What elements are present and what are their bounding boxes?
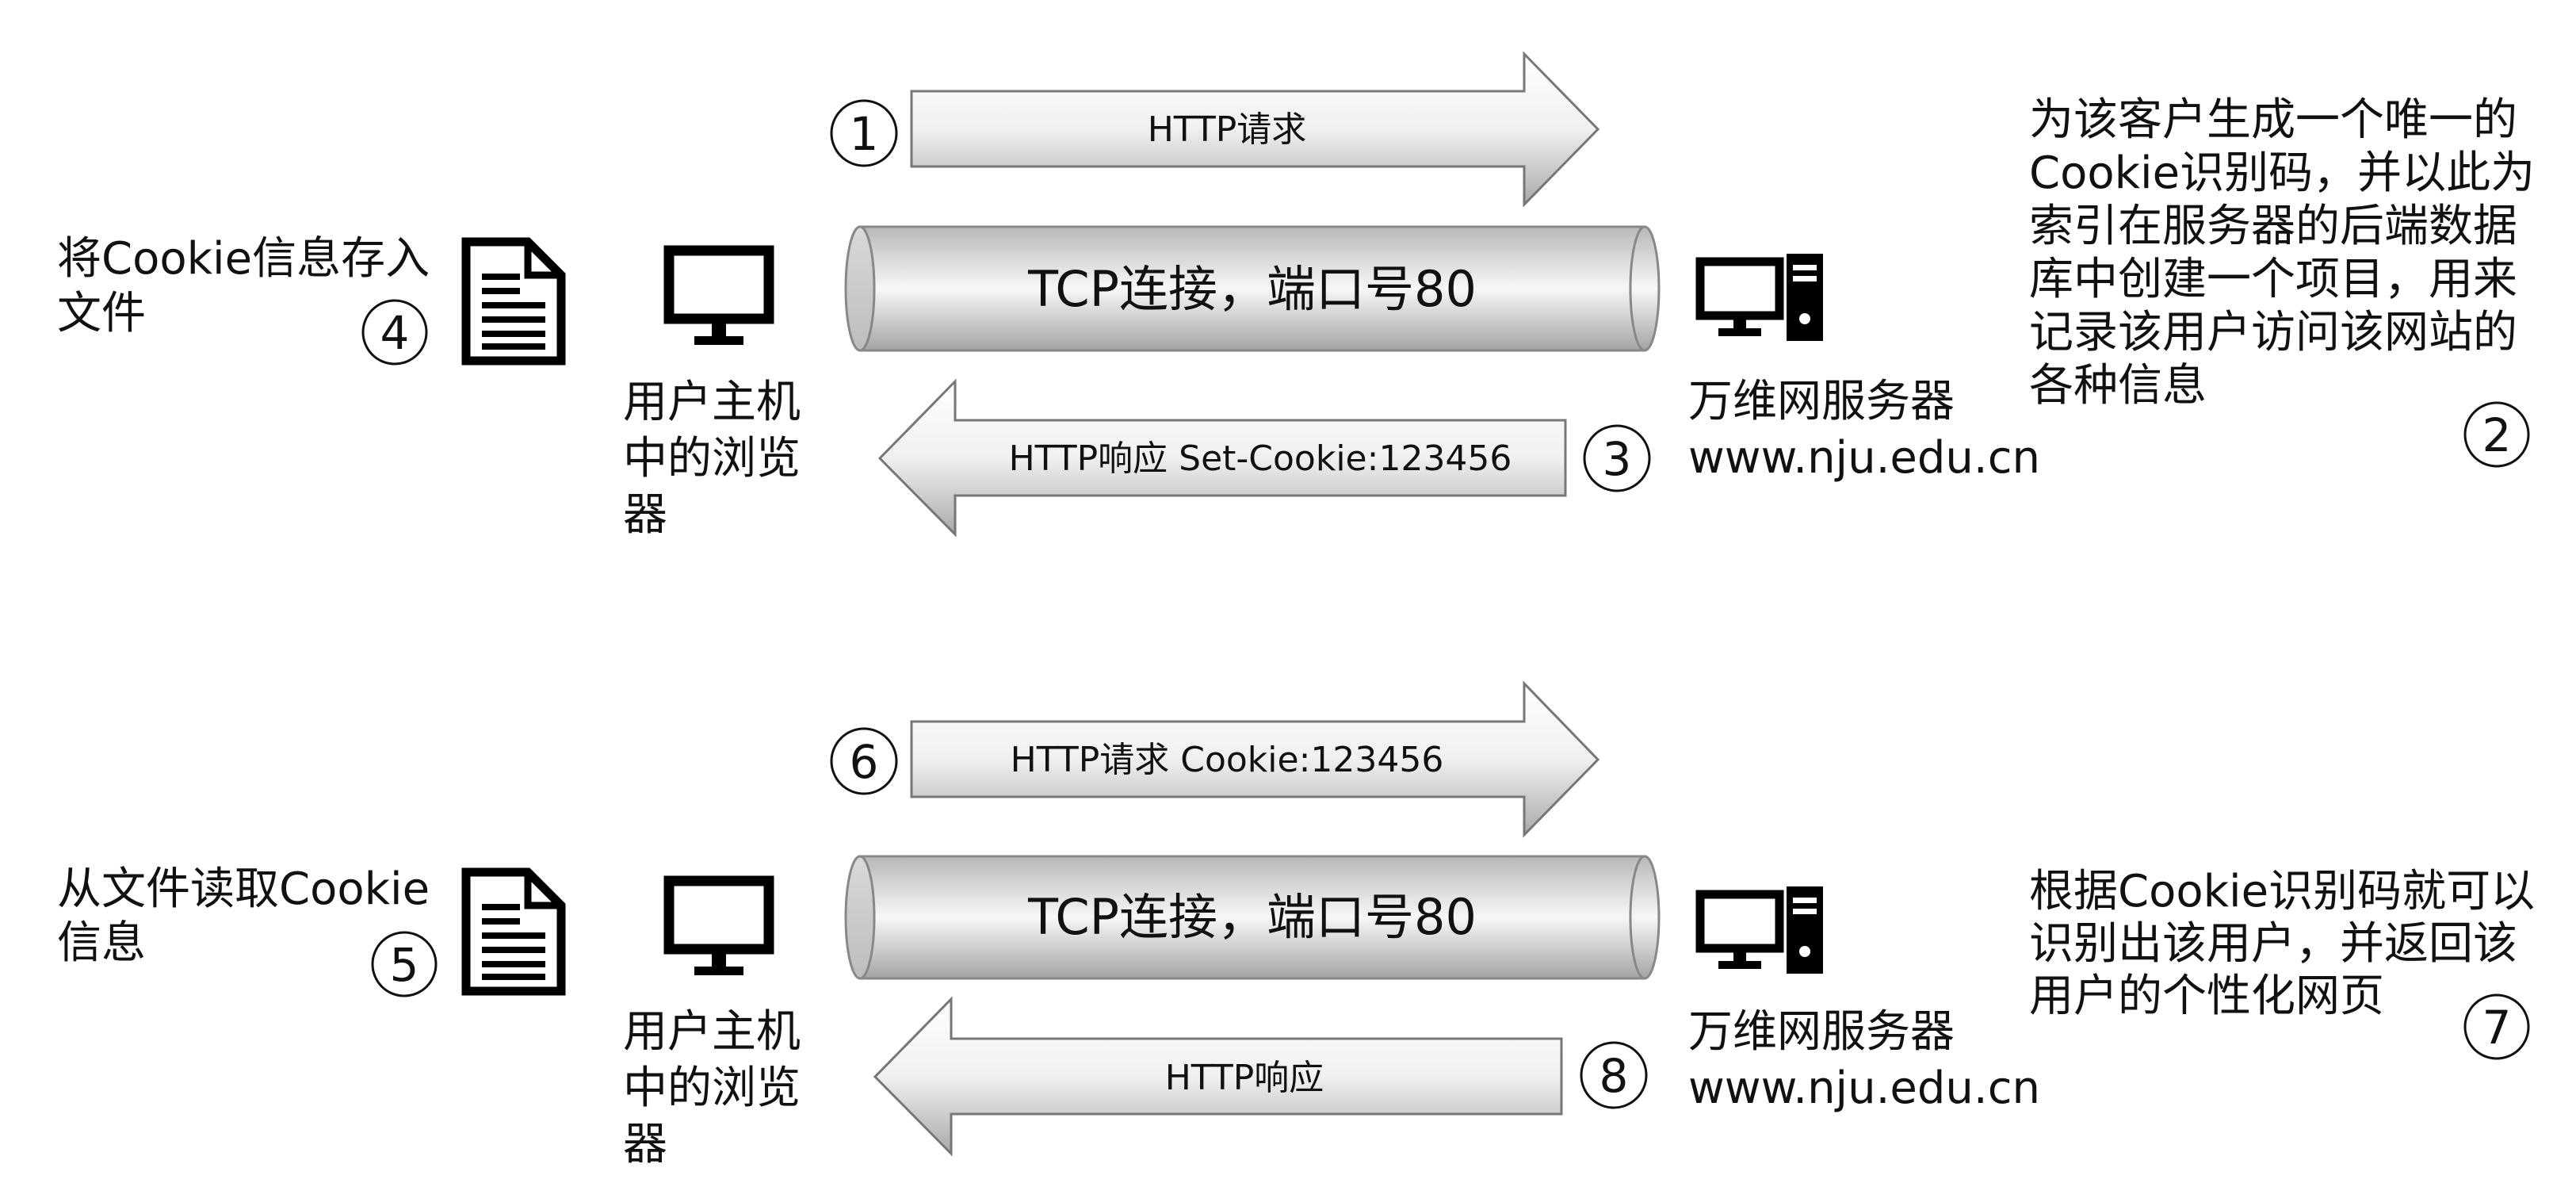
request-arrow: HTTP请求 Cookie:123456	[910, 680, 1600, 838]
document-icon	[466, 872, 561, 991]
monitor-icon	[669, 881, 769, 975]
step-badge-6: 6	[830, 727, 898, 795]
step-badge-3: 3	[1583, 424, 1651, 492]
svg-text:4: 4	[380, 306, 410, 360]
tcp-label: TCP连接，端口号80	[1027, 888, 1477, 946]
response-arrow: HTTP响应 Set-Cookie:123456	[877, 378, 1567, 538]
svg-text:5: 5	[390, 938, 419, 992]
tcp-connection: TCP连接，端口号80	[844, 855, 1661, 980]
tcp-connection: TCP连接，端口号80	[844, 225, 1661, 352]
desktop-server-icon	[1700, 886, 1823, 974]
request-label: HTTP请求	[1148, 109, 1307, 150]
server-label: 万维网服务器 www.nju.edu.cn	[1688, 1006, 2040, 1114]
step-badge-1: 1	[830, 99, 898, 167]
client-label: 用户主机 中的浏览 器	[623, 377, 815, 541]
panel-1: 将Cookie信息存入 文件 4 用户主机 中的浏览 器 HTTP请求 1	[57, 51, 2549, 541]
svg-text:2: 2	[2482, 408, 2512, 462]
panel-2: 从文件读取Cookie 信息 5 用户主机 中的浏览 器 HTTP请求 Cook…	[57, 680, 2549, 1170]
step-badge-7: 7	[2463, 993, 2530, 1060]
response-label: HTTP响应 Set-Cookie:123456	[1009, 438, 1512, 479]
step-badge-2: 2	[2463, 401, 2530, 468]
step-badge-5: 5	[371, 931, 438, 997]
desktop-server-icon	[1700, 254, 1823, 341]
request-arrow: HTTP请求	[910, 51, 1600, 208]
right-note: 根据Cookie识别码就可以 识别出该用户，并返回该 用户的个性化网页	[2029, 866, 2549, 1022]
left-note: 从文件读取Cookie 信息	[57, 863, 444, 969]
right-note: 为该客户生成一个唯一的 Cookie识别码，并以此为 索引在服务器的后端数据 库…	[2029, 94, 2549, 412]
server-label: 万维网服务器 www.nju.edu.cn	[1688, 376, 2040, 484]
request-label: HTTP请求 Cookie:123456	[1011, 740, 1444, 780]
document-icon	[466, 242, 561, 361]
client-label: 用户主机 中的浏览 器	[623, 1006, 815, 1170]
svg-text:7: 7	[2482, 1001, 2512, 1055]
response-label: HTTP响应	[1165, 1058, 1324, 1098]
left-note: 将Cookie信息存入 文件	[57, 233, 444, 339]
svg-text:6: 6	[850, 735, 879, 789]
svg-text:3: 3	[1603, 432, 1632, 486]
svg-text:8: 8	[1599, 1049, 1629, 1103]
monitor-icon	[669, 251, 769, 345]
response-arrow: HTTP响应	[873, 996, 1563, 1157]
step-badge-8: 8	[1580, 1041, 1648, 1109]
step-badge-4: 4	[361, 299, 428, 366]
tcp-label: TCP连接，端口号80	[1027, 260, 1477, 318]
svg-text:1: 1	[850, 107, 879, 161]
